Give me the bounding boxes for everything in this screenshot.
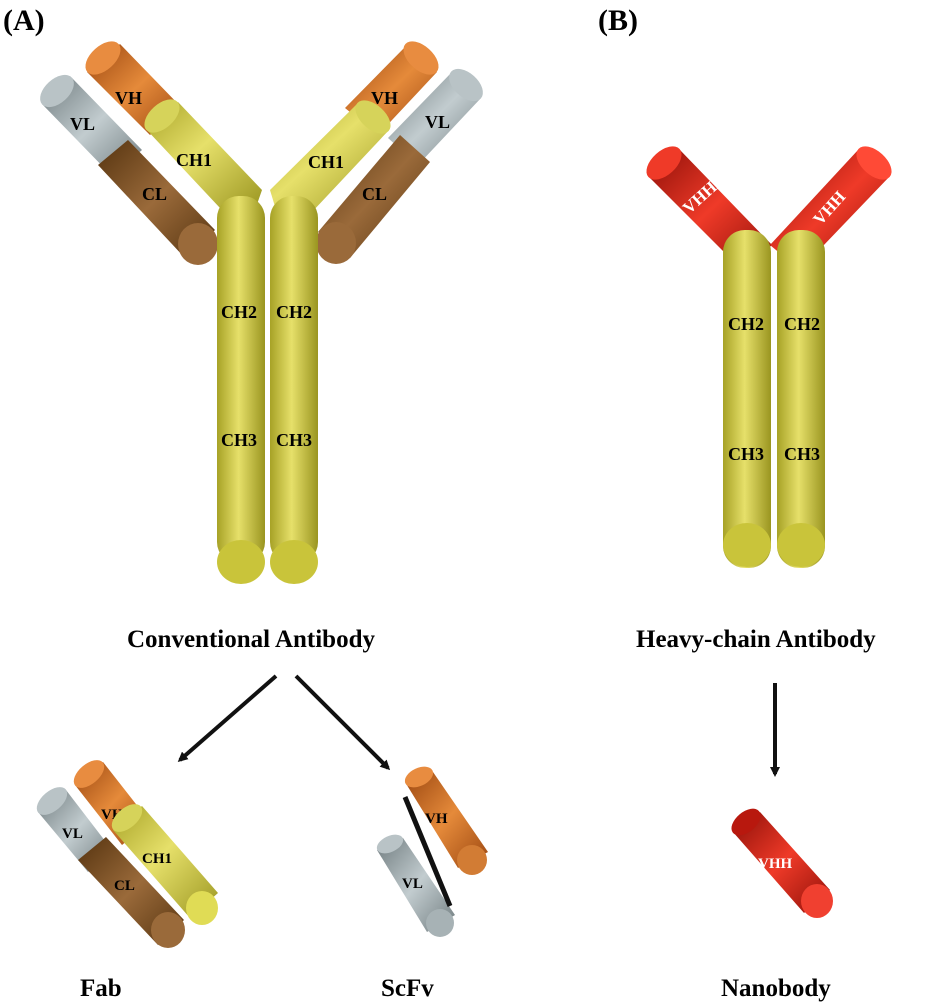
hcab-left-ch2-label: CH2 [728,314,764,334]
scfv-vh-domain [405,772,488,868]
arrow-to-fab [177,674,278,762]
nanobody: VHH [731,808,833,918]
fab-ch1-label: CH1 [142,851,172,867]
right-ch2-label: CH2 [276,302,312,322]
left-hcab-stem: CH2 CH3 [723,230,771,568]
nanobody-title: Nanobody [721,975,831,1002]
left-ch3-label: CH3 [221,430,257,450]
fab-vl-label: VL [62,826,83,842]
scfv-linker [402,796,453,907]
left-cl-label: CL [142,184,167,204]
scfv-vh-label: VH [425,811,448,827]
fab-fragment: VL VH CL CH1 [36,760,218,948]
right-heavy-stem: CH2 CH3 [270,196,318,584]
right-ch1-label: CH1 [308,152,344,172]
right-vl-label: VL [425,112,450,132]
right-cl-domain: CL [316,135,430,264]
nanobody-vhh-label: VHH [758,856,793,872]
scfv-fragment: VH VL [376,766,488,937]
right-ch1-domain: CH1 [270,100,391,212]
heavy-chain-antibody-title: Heavy-chain Antibody [636,626,876,653]
left-ch1-domain: CH1 [144,99,262,210]
arrow-to-scfv [294,674,391,771]
scfv-vl-label: VL [402,876,423,892]
scfv-vl-domain [377,838,455,932]
fab-ch1-domain [113,806,218,918]
conventional-antibody-title: Conventional Antibody [127,626,375,653]
right-ch3-label: CH3 [276,430,312,450]
right-cl-label: CL [362,184,387,204]
right-hcab-stem: CH2 CH3 [777,230,825,568]
panel-label-b: (B) [598,4,638,37]
left-vl-label: VL [70,114,95,134]
conventional-antibody: VL VH CL CH1 VH VL [40,41,483,584]
fab-cl-label: CL [114,878,135,894]
fab-title: Fab [80,975,122,1002]
hcab-right-ch2-label: CH2 [784,314,820,334]
left-ch1-label: CH1 [176,150,212,170]
scfv-title: ScFv [381,975,434,1002]
right-vl-domain: VL [388,68,483,165]
left-vh-label: VH [115,88,142,108]
panel-label-a: (A) [3,4,45,37]
left-heavy-stem: CH2 CH3 [217,196,265,584]
heavy-chain-antibody: VHH VHH CH2 CH3 CH2 CH3 [646,146,892,568]
left-ch2-label: CH2 [221,302,257,322]
hcab-left-ch3-label: CH3 [728,444,764,464]
hcab-right-ch3-label: CH3 [784,444,820,464]
right-vh-label: VH [371,88,398,108]
left-cl-domain: CL [98,140,218,265]
